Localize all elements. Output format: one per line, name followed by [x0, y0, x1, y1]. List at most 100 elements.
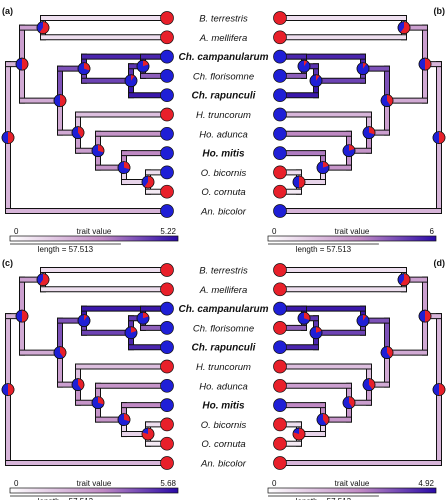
- scale-min-d: 0: [272, 479, 277, 488]
- taxon-label: Ho. mitis: [202, 401, 245, 412]
- tip-state-a-2: [160, 49, 174, 64]
- taxon-label: B. terrestris: [199, 14, 248, 25]
- tip-state-c-8: [160, 417, 174, 432]
- tip-state-a-3: [160, 69, 174, 83]
- taxon-label: H. truncorum: [196, 362, 251, 373]
- tip-state-a-9: [160, 184, 174, 199]
- taxon-label: O. bicornis: [201, 168, 247, 179]
- node-pie-d-n3: [356, 314, 370, 328]
- taxon-label: Ch. rapunculi: [192, 91, 256, 102]
- tip-state-c-0: [160, 263, 174, 277]
- tip-state-d-3: [273, 321, 287, 335]
- node-pie-a-n5: [136, 59, 150, 73]
- node-pie-b-n9: [316, 161, 330, 174]
- taxon-label: Ho. adunca: [199, 129, 248, 140]
- node-pie-d-n6: [380, 346, 394, 359]
- node-pie-a-n4: [124, 74, 138, 88]
- tip-state-a-6: [160, 126, 174, 141]
- scale-min-b: 0: [272, 227, 277, 236]
- taxon-label: An. bicolor: [200, 207, 247, 218]
- tip-state-c-2: [160, 301, 174, 316]
- taxon-label: A. mellifera: [199, 285, 248, 296]
- tip-state-b-5: [273, 107, 287, 122]
- node-pie-c-root: [1, 383, 15, 396]
- tip-state-d-8: [273, 417, 287, 432]
- scale-max-a: 5.22: [160, 227, 176, 236]
- taxon-label: A. mellifera: [199, 33, 248, 44]
- node-pie-b-n10: [292, 175, 306, 189]
- tip-state-a-8: [160, 165, 174, 180]
- length-label-a: length = 57.513: [38, 245, 94, 254]
- tip-state-d-5: [273, 359, 287, 374]
- panel-label-c: (c): [2, 258, 13, 268]
- taxon-label: Ch. campanularum: [178, 52, 268, 63]
- tip-state-c-3: [160, 321, 174, 335]
- node-pie-d-n4: [309, 326, 323, 340]
- node-pie-b-n5: [297, 59, 311, 73]
- node-pie-c-n10: [141, 427, 155, 441]
- scale-min-c: 0: [14, 479, 19, 488]
- node-pie-a-n2: [36, 21, 50, 34]
- taxon-label: Ch. rapunculi: [192, 343, 256, 354]
- node-pie-c-n6: [53, 346, 67, 359]
- taxon-label: Ho. mitis: [202, 149, 245, 160]
- tip-state-b-6: [273, 126, 287, 141]
- node-pie-a-n6: [53, 94, 67, 107]
- node-pie-b-n7: [362, 126, 376, 139]
- tip-state-b-9: [273, 184, 287, 199]
- node-pie-a-n7: [71, 126, 85, 139]
- node-pie-d-n8: [342, 396, 356, 410]
- scale-max-d: 4.92: [418, 479, 434, 488]
- scale-ramp-d: [267, 487, 437, 494]
- tree-panel-a: (a) 0 trait value 5.22 length = 57.513: [1, 6, 179, 254]
- tip-state-b-8: [273, 165, 287, 180]
- tip-state-d-9: [273, 436, 287, 451]
- tip-state-a-4: [160, 88, 174, 103]
- tip-state-b-4: [273, 88, 287, 103]
- node-pie-b-n8: [342, 144, 356, 158]
- trait-scale-a: 0 trait value 5.22 length = 57.513: [9, 227, 179, 254]
- panel-label-a: (a): [2, 6, 13, 16]
- node-pie-b-n3: [356, 62, 370, 76]
- scale-ramp-c: [9, 487, 179, 494]
- tip-state-b-3: [273, 69, 287, 83]
- taxon-label: Ho. adunca: [199, 381, 248, 392]
- node-pie-a-n8: [91, 144, 105, 158]
- length-label-d: length = 57.513: [296, 497, 352, 500]
- tip-state-b-0: [273, 11, 287, 25]
- scale-title-d: trait value: [335, 479, 370, 488]
- tip-state-d-10: [273, 456, 287, 470]
- tip-state-d-0: [273, 263, 287, 277]
- scale-title-b: trait value: [335, 227, 370, 236]
- node-pie-a-n1: [15, 57, 29, 71]
- tip-state-d-7: [273, 398, 287, 412]
- taxon-label: O. cornuta: [201, 187, 245, 198]
- tip-state-c-4: [160, 340, 174, 355]
- tip-state-a-0: [160, 11, 174, 25]
- tip-state-c-5: [160, 359, 174, 374]
- tip-state-c-7: [160, 398, 174, 412]
- tip-state-c-10: [160, 456, 174, 470]
- node-pie-d-n2: [397, 273, 411, 286]
- node-pie-d-n9: [316, 413, 330, 426]
- node-pie-a-root: [1, 131, 15, 144]
- length-label-c: length = 57.513: [38, 497, 94, 500]
- scale-title-a: trait value: [77, 227, 112, 236]
- node-pie-c-n5: [136, 311, 150, 325]
- trait-scale-d: 0 trait value 4.92 length = 57.513: [267, 479, 437, 500]
- node-pie-d-n5: [297, 311, 311, 325]
- scale-min-a: 0: [14, 227, 19, 236]
- panel-label-b: (b): [434, 6, 446, 16]
- node-pie-c-n9: [117, 413, 131, 426]
- scale-ramp-a: [9, 235, 179, 242]
- taxon-label: H. truncorum: [196, 110, 251, 121]
- taxon-label: Ch. florisomne: [193, 71, 254, 82]
- tip-state-a-10: [160, 204, 174, 218]
- taxon-label: B. terrestris: [199, 266, 248, 277]
- tip-state-b-7: [273, 146, 287, 160]
